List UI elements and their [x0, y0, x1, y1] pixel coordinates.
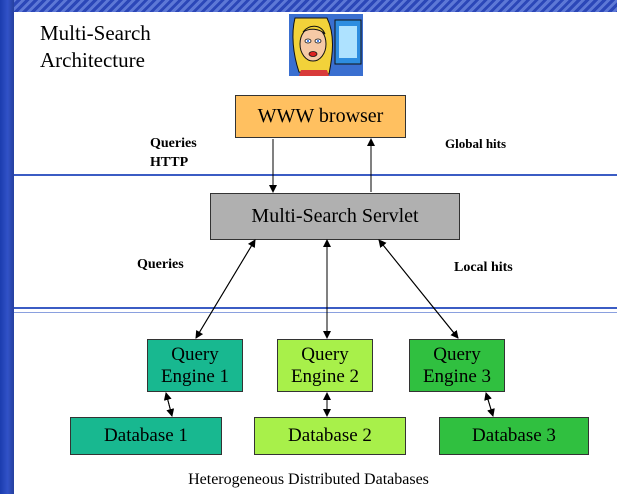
top-decorative-strip	[0, 0, 617, 12]
slide-title: Multi-Search Architecture	[40, 20, 151, 74]
database-3-node: Database 3	[439, 417, 589, 455]
database-1-node: Database 1	[70, 417, 222, 455]
queries-label: Queries	[137, 257, 184, 272]
query-engine-2-line1: Query	[301, 343, 349, 365]
footer-caption: Heterogeneous Distributed Databases	[188, 471, 429, 488]
multi-search-servlet-node: Multi-Search Servlet	[210, 193, 460, 240]
global-hits-label: Global hits	[445, 136, 507, 151]
divider-line-lower	[14, 307, 617, 309]
database-2-label: Database 2	[288, 425, 372, 446]
arrow-servlet-qe1-a	[195, 239, 256, 339]
arrow-servlet-qe3-b	[378, 239, 459, 339]
slide-title-line2: Architecture	[40, 48, 145, 72]
arrow-qe1-db1-a	[165, 392, 175, 417]
query-engine-3-node: Query Engine 3	[409, 339, 505, 392]
query-engine-3-line1: Query	[433, 343, 481, 365]
www-browser-label: WWW browser	[257, 105, 384, 127]
arrow-qe3-db3-b	[484, 392, 494, 417]
queries-http-label: Queries HTTP	[150, 134, 197, 172]
query-engine-1-node: Query Engine 1	[147, 339, 243, 392]
arrow-servlet-qe3-a	[378, 239, 459, 339]
queries-http-line1: Queries	[150, 136, 197, 151]
query-engine-1-line1: Query	[171, 343, 219, 365]
query-engine-2-node: Query Engine 2	[277, 339, 373, 392]
woman-at-computer-icon	[289, 14, 363, 76]
left-decorative-strip	[0, 0, 14, 494]
query-engine-3-line2: Engine 3	[422, 365, 492, 387]
multi-search-servlet-label: Multi-Search Servlet	[251, 205, 419, 227]
divider-line-lower-shadow	[14, 312, 617, 313]
local-hits-label: Local hits	[454, 260, 513, 275]
www-browser-node: WWW browser	[235, 95, 406, 138]
queries-http-line2: HTTP	[150, 155, 189, 170]
database-2-node: Database 2	[254, 417, 406, 455]
query-engine-2-line2: Engine 2	[290, 365, 360, 387]
database-1-label: Database 1	[104, 425, 188, 446]
arrow-qe3-db3-a	[485, 392, 495, 417]
divider-line-upper	[14, 174, 617, 176]
slide-title-line1: Multi-Search	[40, 21, 151, 45]
query-engine-1-line2: Engine 1	[160, 365, 230, 387]
arrow-servlet-qe1-b	[195, 239, 256, 339]
database-3-label: Database 3	[472, 425, 556, 446]
arrow-qe1-db1-b	[163, 392, 173, 417]
